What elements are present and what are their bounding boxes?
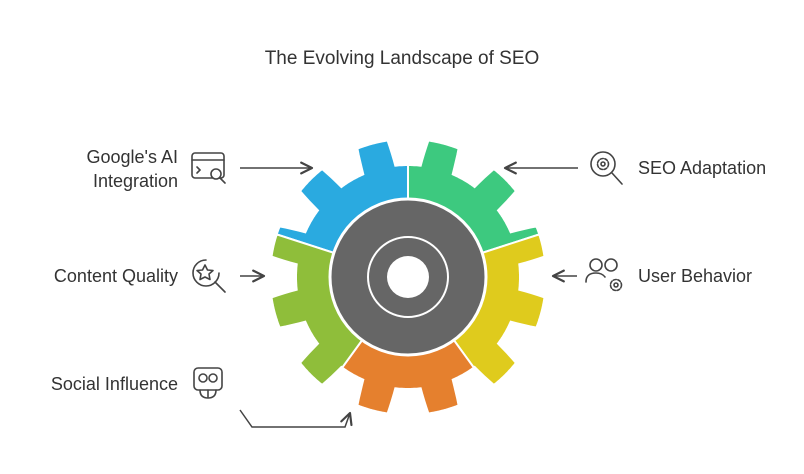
label-googles-ai-integration: Google's AI Integration	[40, 145, 179, 193]
gear-hub-hole	[387, 256, 429, 298]
label-user-behavior: User Behavior	[638, 264, 752, 288]
diagram-title: The Evolving Landscape of SEO	[264, 48, 540, 69]
users-gear-icon	[585, 258, 623, 292]
label-content-quality: Content Quality	[20, 264, 178, 288]
star-magnifier-icon	[192, 259, 226, 293]
label-line: Social Influence	[50, 374, 178, 394]
label-line: Integration	[92, 171, 178, 191]
label-line: User Behavior	[638, 266, 753, 286]
label-line: Google's AI	[86, 147, 179, 167]
cartoon-face-icon	[193, 367, 223, 399]
label-line: SEO Adaptation	[638, 158, 767, 178]
label-seo-adaptation: SEO Adaptation	[638, 156, 766, 180]
browser-search-icon	[191, 152, 226, 184]
gear-hub-inner-ring	[367, 236, 449, 318]
gear-magnifier-icon	[590, 151, 623, 185]
arrow-social-influence	[239, 409, 353, 428]
label-social-influence: Social Influence	[20, 372, 178, 396]
label-line: Content Quality	[53, 266, 178, 286]
